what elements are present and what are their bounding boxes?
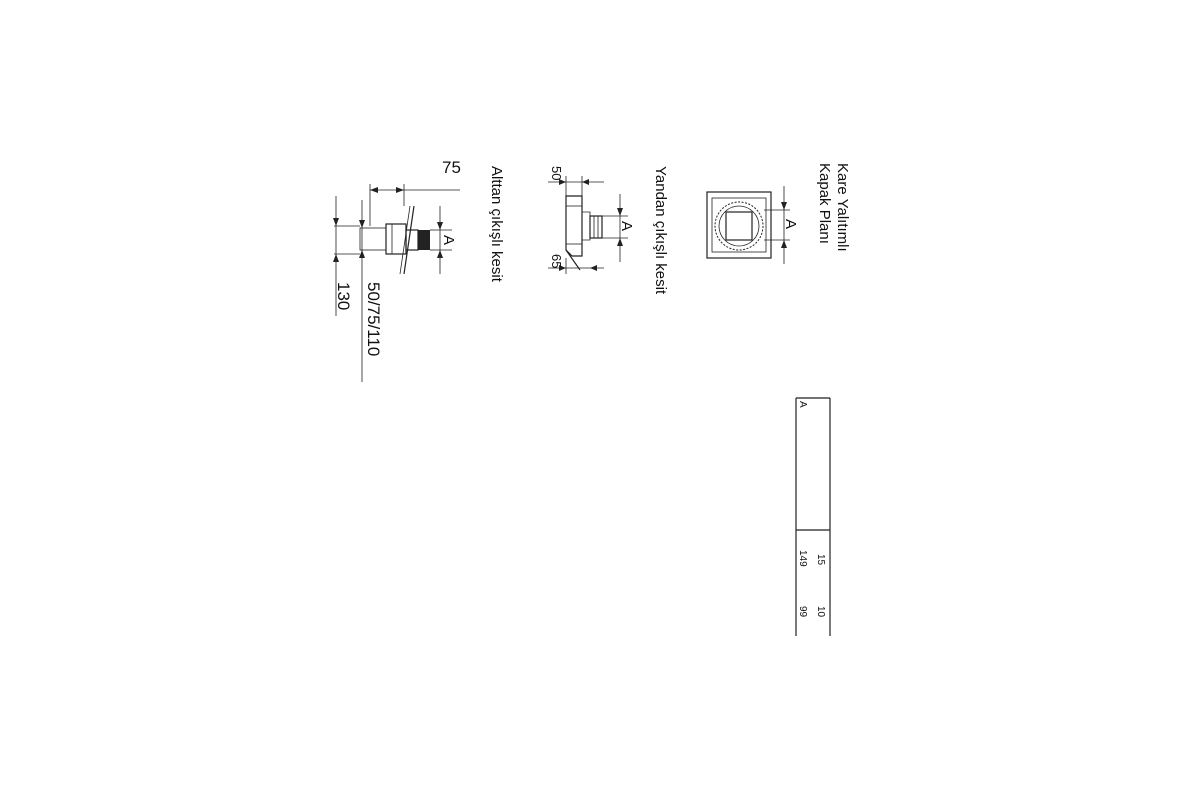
table-row1-col1: 15 [815,554,826,566]
table-row2-col2: 99 [797,606,808,618]
bottom-section-title: Alttan çıkışlı kesit [488,166,505,283]
plan-inner-square-frame [711,197,767,253]
table-row2-col1: 149 [797,550,808,567]
bottom-dim-top: 75 [442,158,461,177]
plan-serrated-ring [714,201,764,251]
plan-outer-square [706,191,772,259]
bottom-dim-far-right: 130 [334,282,353,310]
plan-title-line2: Kapak Planı [816,163,833,244]
side-dim-top: 50 [549,166,564,180]
side-marker-a: A [618,221,635,231]
plan-title-line1: Kare Yalıtımlı [834,163,851,252]
side-dim-bottom: 65 [549,254,564,268]
bottom-body [385,223,407,255]
bottom-dim-right: 50/75/110 [364,282,383,356]
table-header-a: A [797,401,808,408]
side-body-outline [565,195,583,257]
bottom-marker-a: A [440,235,457,245]
side-spigot [589,215,603,239]
plan-ring-inner [718,205,760,247]
side-section-view: Yandan çıkışlı kesit 50 65 A [548,166,669,295]
plan-marker-a: A [782,219,799,229]
side-section-title: Yandan çıkışlı kesit [652,166,669,295]
bottom-pipe [359,227,387,251]
table-row1-col2: 10 [815,606,826,618]
bottom-section-view: Alttan çıkışlı kesit 75 50/75/110 130 [333,158,505,382]
plan-center-square [725,211,753,241]
dimension-table: A 15 10 149 99 [795,397,831,636]
plan-view: Kare Yalıtımlı Kapak Planı A [706,163,851,264]
